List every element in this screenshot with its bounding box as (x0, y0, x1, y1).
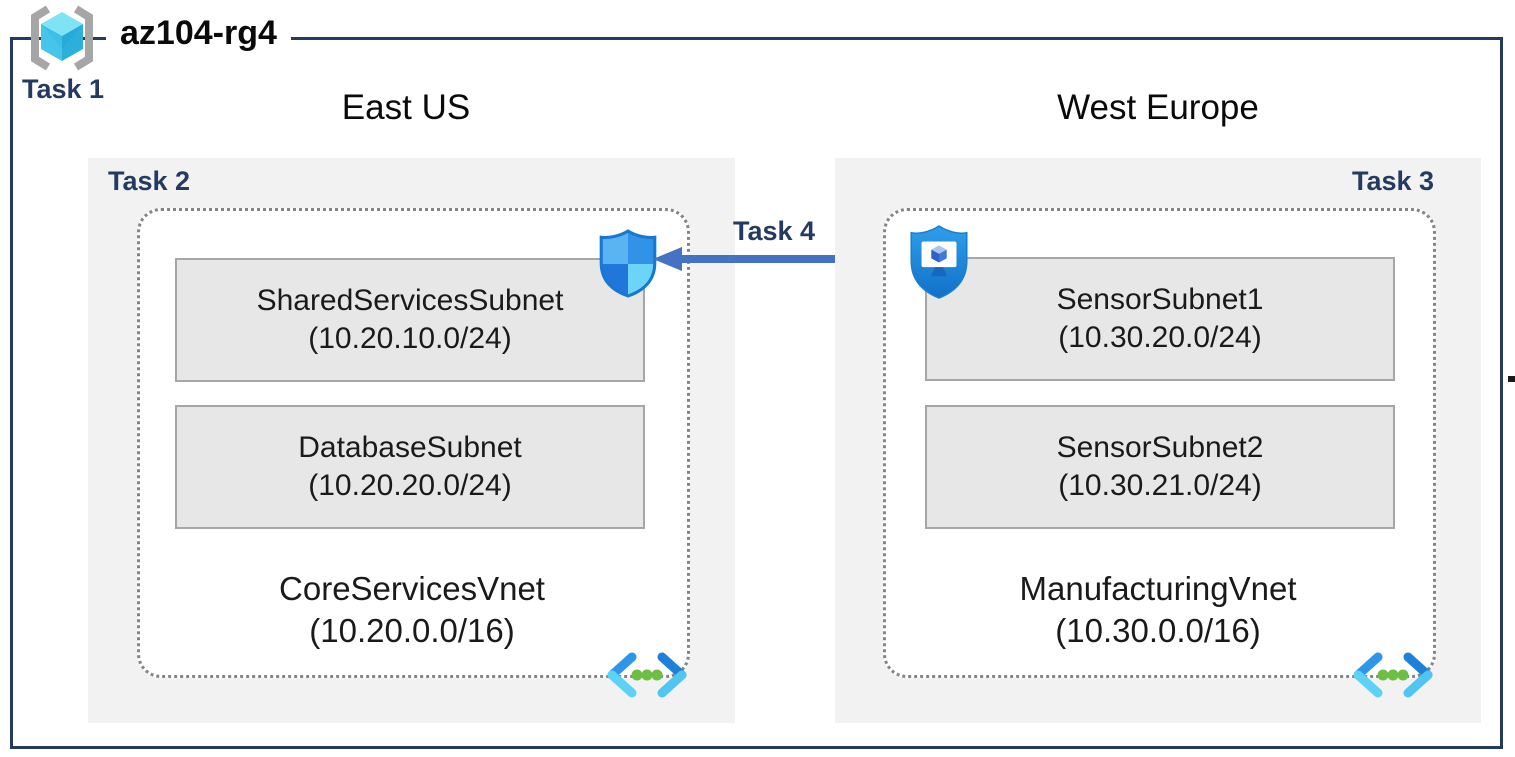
edge-tick-mark (1508, 376, 1515, 382)
subnet-name: SensorSubnet1 (1056, 283, 1264, 316)
manufacturing-vnet-label: ManufacturingVnet (10.30.0.0/16) (1019, 568, 1296, 652)
subnet-cidr: (10.20.10.0/24) (308, 322, 512, 355)
region-title-east-us: East US (341, 88, 471, 127)
virtual-network-icon (1353, 652, 1433, 698)
subnet-box-database: DatabaseSubnet (10.20.20.0/24) (175, 405, 645, 529)
virtual-network-icon (607, 652, 687, 698)
resource-group-icon (31, 5, 93, 71)
subnet-cidr: (10.30.20.0/24) (1058, 321, 1262, 354)
task-1-label: Task 1 (22, 74, 105, 104)
task-3-label: Task 3 (1352, 166, 1435, 196)
resource-group-border (10, 37, 1503, 749)
subnet-cidr: (10.30.21.0/24) (1058, 469, 1262, 502)
subnet-box-shared-services: SharedServicesSubnet (10.20.10.0/24) (175, 258, 645, 382)
vnet-name: CoreServicesVnet (279, 570, 545, 607)
resource-group-title: az104-rg4 (106, 14, 291, 53)
task-4-label: Task 4 (733, 216, 816, 246)
subnet-name: SensorSubnet2 (1056, 431, 1264, 464)
vnet-cidr: (10.20.0.0/16) (309, 612, 515, 649)
subnet-box-sensor-2: SensorSubnet2 (10.30.21.0/24) (925, 405, 1395, 529)
subnet-name: SharedServicesSubnet (256, 284, 564, 317)
vnet-name: ManufacturingVnet (1019, 570, 1297, 607)
task-2-label: Task 2 (108, 166, 191, 196)
bastion-icon (910, 225, 968, 299)
subnet-cidr: (10.20.20.0/24) (308, 469, 512, 502)
subnet-box-sensor-1: SensorSubnet1 (10.30.20.0/24) (925, 257, 1395, 381)
region-title-west-europe: West Europe (1057, 88, 1259, 127)
subnet-name: DatabaseSubnet (298, 431, 522, 464)
nsg-shield-icon (599, 229, 657, 298)
vnet-cidr: (10.30.0.0/16) (1055, 612, 1261, 649)
core-services-vnet-label: CoreServicesVnet (10.20.0.0/16) (279, 568, 545, 652)
